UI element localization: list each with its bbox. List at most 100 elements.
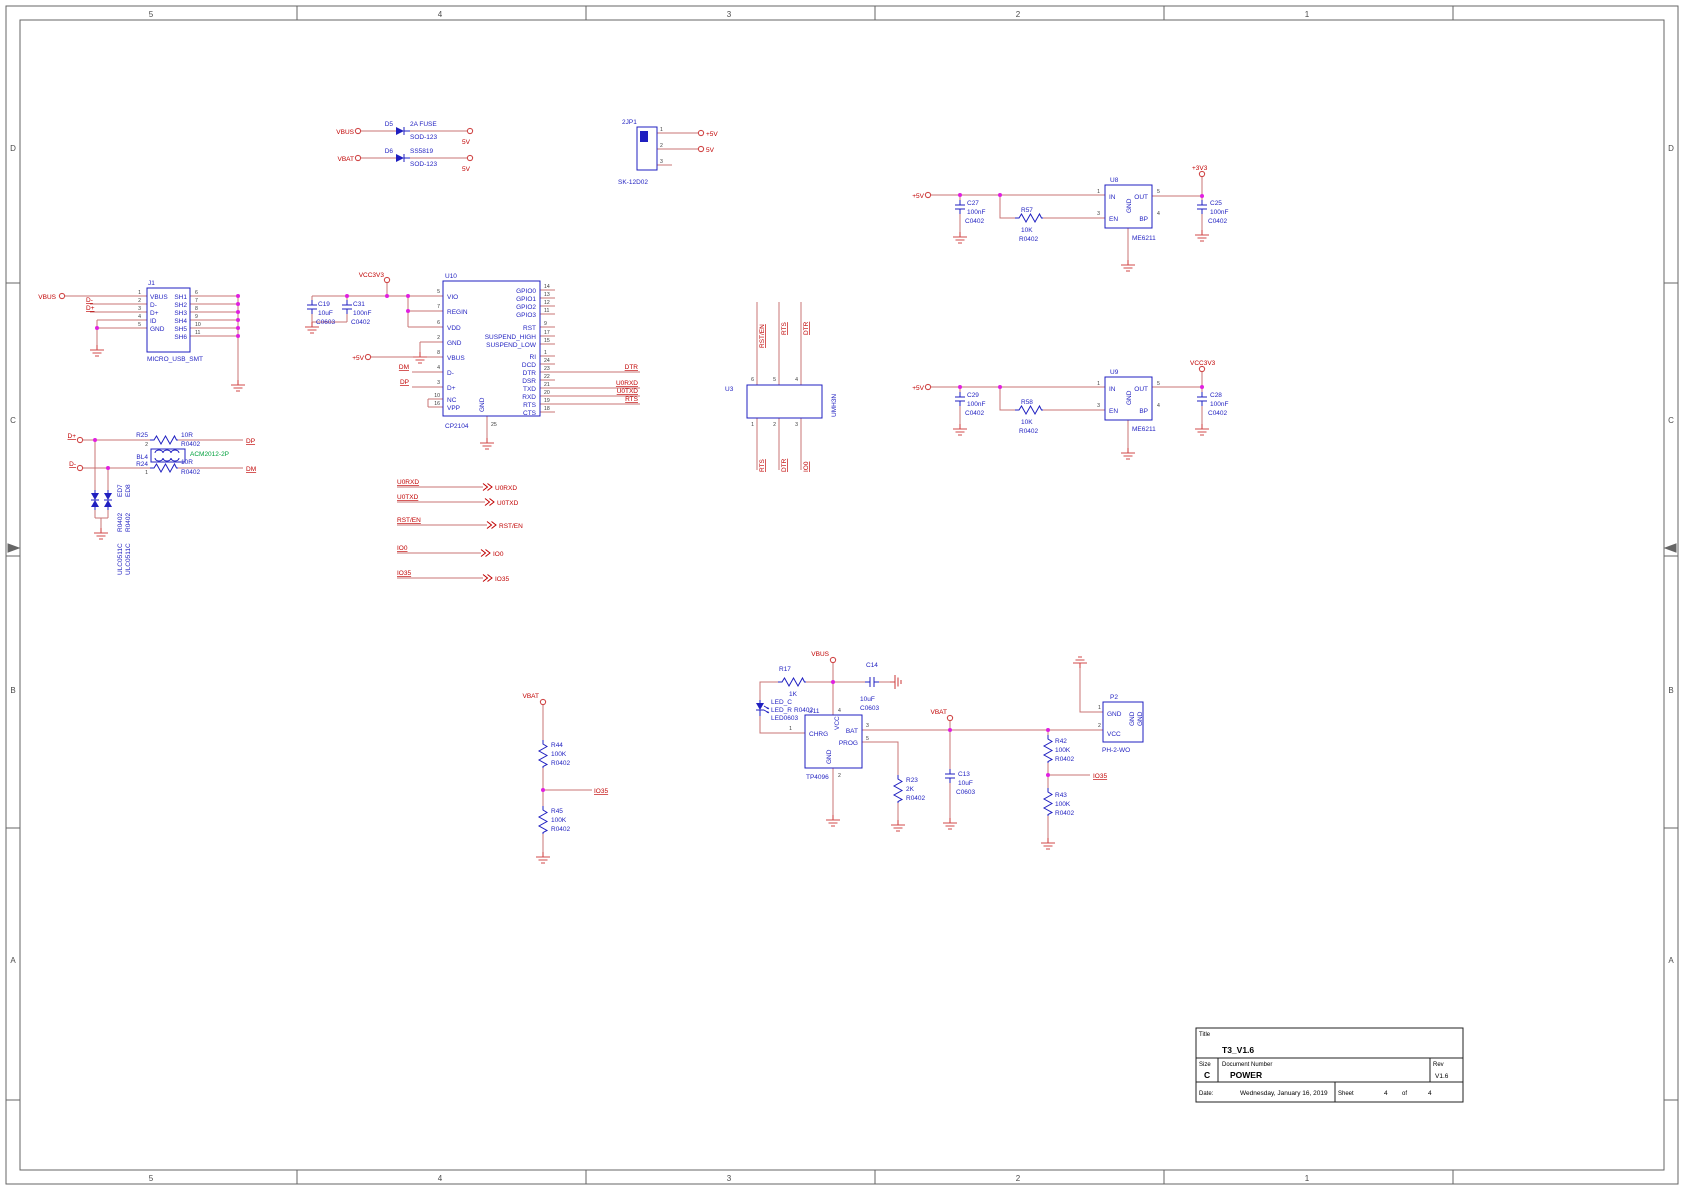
schematic-label: 100K — [551, 751, 567, 758]
component-d6-diode — [395, 153, 411, 163]
wires-j1 — [64, 295, 239, 380]
schematic-label: U0TXD — [497, 500, 519, 507]
schematic-label: VBAT — [523, 693, 540, 700]
ground-icon — [825, 814, 841, 827]
terminal-icon — [354, 154, 362, 162]
schematic-label: 1 — [1305, 10, 1310, 19]
terminal-icon — [539, 698, 547, 706]
schematic-label: 100nF — [1210, 401, 1228, 408]
schematic-label: GPIO3 — [516, 312, 536, 319]
of-label: of — [1402, 1091, 1407, 1097]
schematic-label: U0RXD — [397, 479, 419, 486]
schematic-label: 1 — [1305, 1174, 1310, 1183]
schematic-label: 3 — [795, 422, 798, 428]
schematic-label: SUSPEND_LOW — [486, 342, 537, 349]
schematic-label: U9 — [1110, 369, 1119, 376]
schematic-label: C0603 — [860, 705, 880, 712]
schematic-label: 1 — [1097, 381, 1100, 387]
schematic-label: 100nF — [353, 310, 371, 317]
terminal-icon — [466, 127, 474, 135]
schematic-label: D- — [69, 461, 76, 468]
schematic-label: 10 — [434, 393, 440, 399]
schematic-label: R0402 — [117, 512, 124, 532]
schematic-label: CTS — [523, 410, 537, 417]
ground-icon — [230, 379, 246, 392]
schematic-label: 18 — [544, 406, 550, 412]
capacitor-c31 — [341, 299, 353, 315]
schematic-label: 2 — [145, 442, 148, 448]
schematic-label: R0402 — [125, 512, 132, 532]
junction-dots — [93, 193, 1204, 792]
schematic-label: 4 — [1157, 403, 1160, 409]
schematic-label: RXD — [522, 394, 536, 401]
schematic-label: ACM2012-2P — [190, 451, 229, 458]
schematic-label: RST/EN — [499, 523, 523, 530]
schematic-label: 5V — [462, 139, 471, 146]
capacitor-c25 — [1196, 199, 1208, 215]
schematic-label: DCD — [522, 362, 536, 369]
schematic-label: C0402 — [1208, 410, 1228, 417]
schematic-label: IO0 — [493, 551, 504, 558]
schematic-label: D+ — [68, 433, 77, 440]
ground-icon — [412, 351, 428, 364]
sheet-label: Sheet — [1338, 1091, 1354, 1097]
terminal-icon — [354, 127, 362, 135]
schematic-label: D- — [86, 297, 93, 304]
schematic-label: R0402 — [1055, 810, 1075, 817]
ground-icon — [890, 819, 906, 832]
schematic-label: D+ — [86, 305, 95, 312]
schematic-label: PROG — [839, 740, 858, 747]
schematic-label: C27 — [967, 200, 979, 207]
schematic-label: 13 — [544, 292, 550, 298]
schematic-label: 3 — [727, 10, 732, 19]
resistor-r57 — [1014, 213, 1044, 223]
ground-icon — [479, 437, 495, 450]
schematic-label: DTR — [803, 321, 810, 335]
schematic-label: 20 — [544, 390, 550, 396]
schematic-label: R45 — [551, 808, 563, 815]
wires-u9 — [931, 372, 1203, 448]
schematic-label: VDD — [447, 325, 461, 332]
terminal-icon — [383, 276, 391, 284]
schematic-label: VCC — [1107, 731, 1121, 738]
schematic-label: UMH3N — [831, 394, 838, 417]
schematic-label: 2 — [138, 298, 141, 304]
schematic-label: LED_C — [771, 699, 792, 706]
schematic-label: 23 — [544, 366, 550, 372]
ground-symbols — [89, 229, 1210, 864]
schematic-label: GND — [1126, 198, 1133, 213]
schematic-label: 100K — [1055, 747, 1071, 754]
schematic-label: RTS — [625, 396, 639, 403]
offpage-flag-icon — [484, 498, 495, 506]
schematic-label: 100nF — [967, 401, 985, 408]
schematic-label: 7 — [437, 304, 440, 310]
schematic-label: REGIN — [447, 309, 468, 316]
schematic-label: EN — [1109, 216, 1118, 223]
schematic-label: C13 — [958, 771, 970, 778]
date-label: Date: — [1199, 1091, 1214, 1097]
schematic-label: 5 — [866, 736, 869, 742]
schematic-label: DP — [246, 438, 255, 445]
wires-u10-left — [311, 283, 488, 438]
schematic-label: R0402 — [1019, 236, 1039, 243]
schematic-label: 9 — [195, 314, 198, 320]
capacitor-c13 — [944, 768, 956, 784]
schematic-label: D — [1668, 144, 1674, 153]
schematic-label: U11 — [808, 708, 820, 715]
schematic-label: 1 — [751, 422, 754, 428]
resistor-r44 — [538, 739, 548, 769]
wires-u3 — [756, 302, 802, 470]
schematic-label: GND — [1137, 711, 1144, 726]
offpage-flag-icon — [480, 549, 491, 557]
resistor-r43 — [1043, 787, 1053, 817]
schematic-label: VBAT — [338, 156, 355, 163]
schematic-label: 2 — [1098, 723, 1101, 729]
inner-border — [19, 19, 1665, 1171]
schematic-label: 2A FUSE — [410, 121, 437, 128]
schematic-label: RTS — [781, 321, 788, 335]
terminal-icon — [1198, 170, 1206, 178]
schematic-label: LED_R — [771, 707, 792, 714]
component-j1-usb-connector — [146, 287, 191, 353]
title-block: Title T3_V1.6 Size C Document Number POW… — [1195, 1027, 1464, 1103]
